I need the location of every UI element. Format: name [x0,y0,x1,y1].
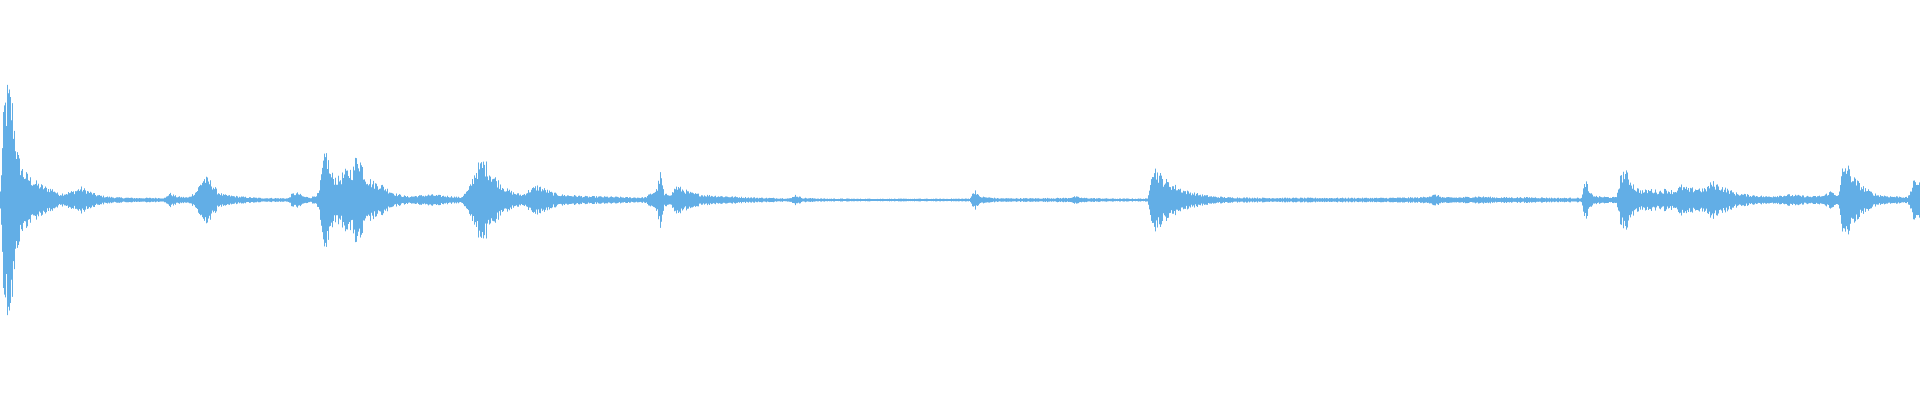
waveform-bars [0,84,1920,316]
waveform-path [0,84,1920,316]
